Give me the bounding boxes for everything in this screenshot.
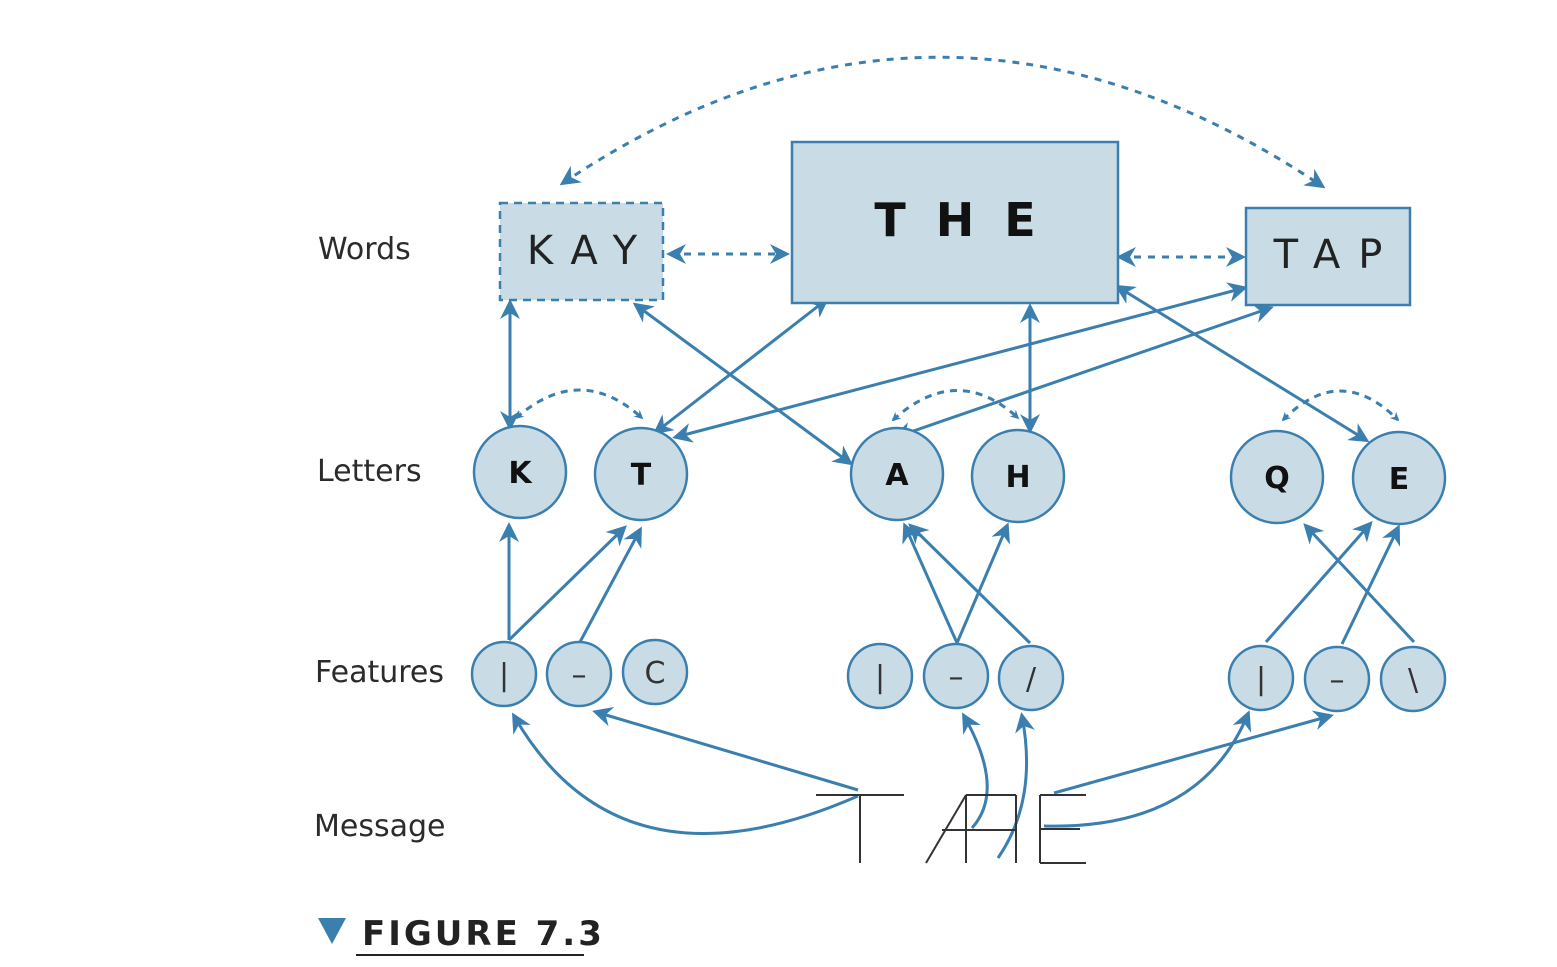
msg-a-horizontal-link bbox=[962, 712, 989, 829]
feature-label-horizontal-2: – bbox=[949, 660, 964, 695]
f3v-e-link bbox=[1264, 520, 1373, 643]
feature-label-curve-1: C bbox=[645, 656, 666, 691]
letter-node-h: H bbox=[970, 428, 1066, 524]
feature-label-vertical-2: | bbox=[875, 660, 885, 695]
letter-label-a: A bbox=[885, 458, 909, 493]
f1v-t-link bbox=[507, 525, 627, 642]
f2h-a-link bbox=[902, 522, 959, 644]
row-label-message: Message bbox=[314, 809, 445, 844]
row-label-features: Features bbox=[315, 655, 444, 690]
feature-node-curve-1: C bbox=[621, 638, 689, 706]
letter-label-e: E bbox=[1389, 462, 1410, 497]
caption-triangle-icon bbox=[318, 918, 346, 944]
feature-label-backslash-3: \ bbox=[1408, 663, 1419, 698]
the-t-link bbox=[652, 297, 830, 435]
message-glyph-t bbox=[816, 794, 904, 863]
message-glyph-e bbox=[1039, 794, 1086, 864]
feature-label-vertical-3: | bbox=[1256, 662, 1266, 697]
msg-t-vertical-link bbox=[512, 712, 859, 835]
feature-node-horizontal-2: – bbox=[922, 642, 990, 710]
letter-node-k: K bbox=[472, 424, 568, 520]
letter-node-t: T bbox=[593, 426, 689, 522]
word-node-the: THE bbox=[790, 140, 1120, 305]
row-label-letters: Letters bbox=[317, 454, 422, 489]
msg-t-horizontal-link bbox=[592, 706, 859, 792]
feature-node-horizontal-3: – bbox=[1303, 645, 1371, 713]
word-node-kay: KAY bbox=[498, 201, 665, 302]
f3h-e-link bbox=[1340, 524, 1401, 645]
feature-node-vertical-2: | bbox=[846, 642, 914, 710]
f2h-h-link bbox=[955, 522, 1010, 644]
q-e-inhibit bbox=[1281, 389, 1400, 422]
f1h-t-link bbox=[578, 526, 642, 643]
row-label-words: Words bbox=[318, 232, 411, 267]
letter-node-a: A bbox=[849, 426, 945, 522]
msg-a-slash-link bbox=[996, 712, 1035, 859]
feature-node-vertical-3: | bbox=[1227, 644, 1295, 712]
letter-label-h: H bbox=[1005, 460, 1030, 495]
connections bbox=[499, 55, 1416, 859]
k-t-inhibit bbox=[514, 388, 644, 420]
message-stimulus bbox=[816, 794, 1086, 864]
feature-node-vertical-1: | bbox=[470, 640, 538, 708]
caption-text: FIGURE 7.3 bbox=[362, 914, 605, 954]
letter-node-q: Q bbox=[1229, 429, 1325, 525]
letter-label-q: Q bbox=[1264, 461, 1290, 496]
feature-node-horizontal-1: – bbox=[545, 640, 613, 708]
letter-label-k: K bbox=[508, 456, 533, 491]
f3b-q-link bbox=[1303, 523, 1416, 644]
msg-e-horizontal-link bbox=[1053, 710, 1334, 795]
letter-node-e: E bbox=[1351, 430, 1447, 526]
letter-label-t: T bbox=[631, 458, 652, 493]
feature-label-vertical-1: | bbox=[499, 658, 509, 693]
word-label-tap: TAP bbox=[1273, 232, 1401, 278]
word-label-kay: KAY bbox=[527, 228, 655, 274]
feature-node-backslash-3: \ bbox=[1379, 645, 1447, 713]
f2s-a-link bbox=[908, 523, 1032, 645]
msg-e-vertical-link bbox=[1043, 710, 1252, 828]
message-glyph-ambiguous-ah bbox=[925, 794, 1017, 864]
tap-a-link bbox=[892, 303, 1274, 442]
feature-label-horizontal-3: – bbox=[1330, 663, 1345, 698]
feature-node-slash-2: / bbox=[997, 644, 1065, 712]
feature-label-horizontal-1: – bbox=[572, 658, 587, 693]
word-label-the: THE bbox=[874, 193, 1065, 247]
figure-caption: FIGURE 7.3 bbox=[318, 914, 605, 956]
word-node-tap: TAP bbox=[1244, 206, 1412, 307]
feature-label-slash-2: / bbox=[1026, 662, 1037, 697]
